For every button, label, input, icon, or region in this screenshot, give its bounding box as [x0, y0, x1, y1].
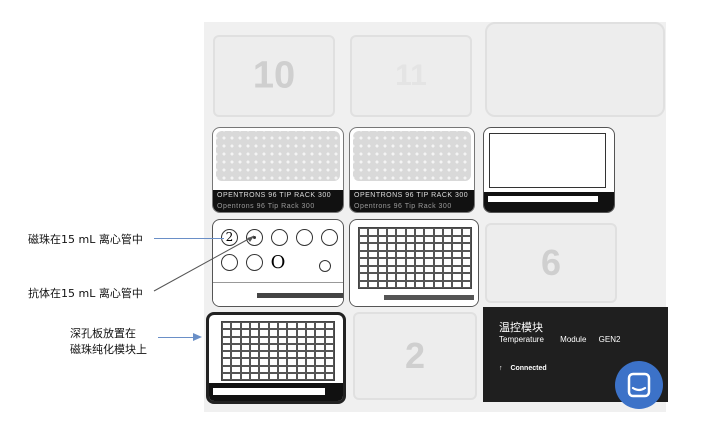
slot-number: 10 [252, 54, 296, 97]
annotation-arrow [153, 235, 255, 292]
label-bar [213, 388, 325, 395]
module-type: Module [560, 335, 587, 344]
labware-name: OPENTRONS 96 TIP RACK 300 [217, 192, 332, 199]
slot-number: 2 [404, 335, 426, 376]
labware-label [350, 290, 478, 306]
tiprack-left[interactable]: OPENTRONS 96 TIP RACK 300 Opentrons 96 T… [212, 127, 344, 213]
tube-a2[interactable] [246, 229, 263, 246]
deck-slot-6[interactable]: 6 [485, 223, 617, 303]
label-bar [384, 295, 474, 300]
module-title: 温控模块 [499, 321, 543, 334]
annotation-beads: 磁珠在15 mL 离心管中 [28, 233, 143, 246]
chat-icon [627, 372, 651, 398]
tube-mark: 2 [225, 230, 234, 244]
well-grid [358, 227, 472, 289]
slot-number: 6 [540, 242, 562, 283]
deck-slot-11[interactable]: 11 [350, 35, 472, 117]
annotation-deepwell-line1: 深孔板放置在 [70, 327, 136, 340]
tip-grid [216, 131, 340, 181]
well-plate-slot-5[interactable] [349, 219, 479, 307]
deck-slot-2[interactable]: 2 [353, 312, 477, 400]
tube-b2[interactable] [246, 254, 263, 271]
annotation-antibody: 抗体在15 mL 离心管中 [28, 287, 143, 300]
deep-well-plate[interactable] [206, 312, 346, 404]
annotation-line [154, 238, 224, 239]
module-info: Temperature Module GEN2 [499, 335, 620, 344]
module-gen: GEN2 [598, 335, 621, 344]
usb-icon: ↑ [499, 365, 503, 372]
labware-label [484, 192, 614, 212]
module-name: Temperature [499, 335, 544, 344]
labware-label [209, 383, 343, 401]
well-grid [221, 321, 335, 381]
trash-slot[interactable] [485, 22, 665, 117]
tip-grid [353, 131, 471, 181]
labware-subname: Opentrons 96 Tip Rack 300 [354, 203, 452, 210]
status-text: Connected [510, 365, 547, 372]
tube-a4[interactable] [296, 229, 313, 246]
connection-status: ↑ Connected [499, 365, 547, 372]
labware-label: OPENTRONS 96 TIP RACK 300 Opentrons 96 T… [213, 190, 343, 212]
annotation-line [158, 337, 198, 338]
slot-number: 11 [395, 59, 427, 92]
tube-dot [253, 236, 256, 239]
labware-slot-7[interactable] [483, 127, 615, 213]
tube-b3[interactable]: O [268, 253, 288, 273]
annotation-deepwell-line2: 磁珠纯化模块上 [70, 343, 147, 356]
labware-name: OPENTRONS 96 TIP RACK 300 [354, 192, 469, 199]
tube-b4[interactable] [319, 260, 331, 272]
label-bar [488, 196, 598, 202]
reservoir-well [489, 133, 606, 188]
deck-slot-10[interactable]: 10 [213, 35, 335, 117]
tube-a3[interactable] [271, 229, 288, 246]
labware-label [213, 282, 343, 306]
chat-launcher-button[interactable] [615, 361, 663, 409]
tube-a1[interactable]: 2 [221, 229, 238, 246]
annotation-arrowhead [193, 333, 202, 341]
tiprack-middle[interactable]: OPENTRONS 96 TIP RACK 300 Opentrons 96 T… [349, 127, 475, 213]
tube-a5[interactable] [321, 229, 338, 246]
tube-b1[interactable] [221, 254, 238, 271]
tube-rack[interactable]: 2 O [212, 219, 344, 307]
labware-subname: Opentrons 96 Tip Rack 300 [217, 203, 315, 210]
labware-label: OPENTRONS 96 TIP RACK 300 Opentrons 96 T… [350, 190, 474, 212]
tube-mark: O [270, 252, 286, 273]
label-bar [257, 293, 343, 298]
